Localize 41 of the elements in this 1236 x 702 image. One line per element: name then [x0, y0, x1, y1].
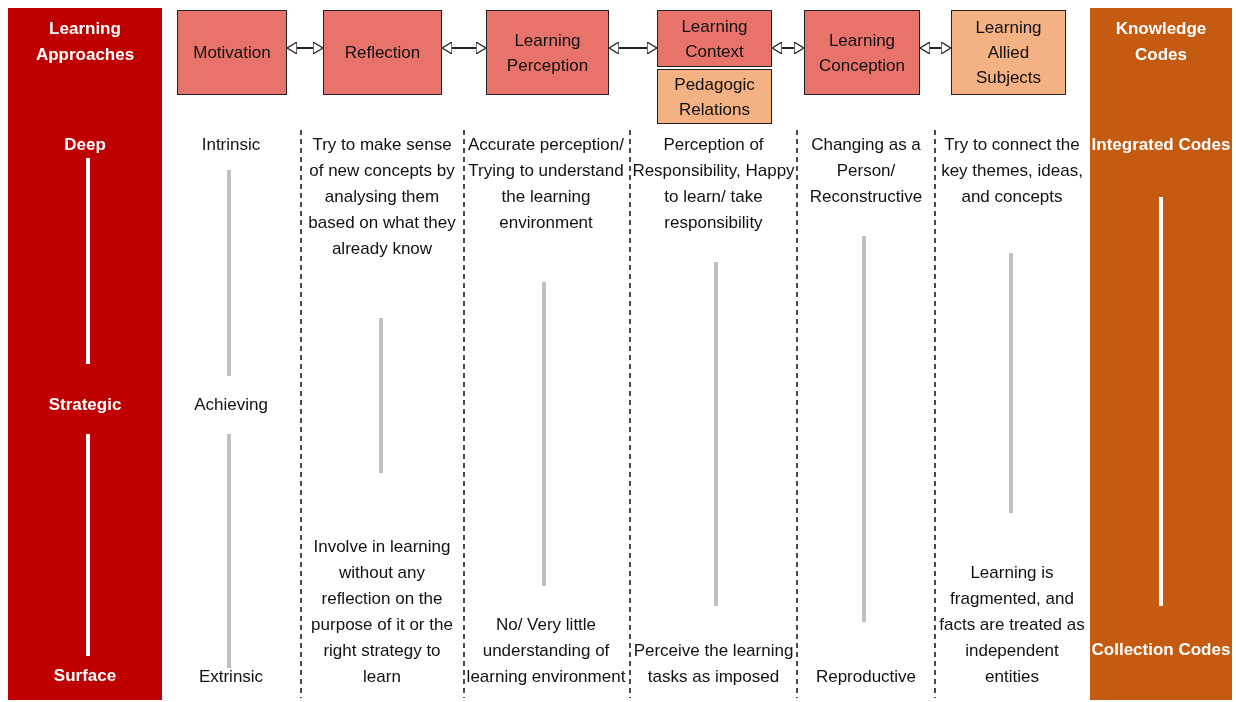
box-label: Reflection	[344, 42, 421, 64]
description-text: Achieving	[193, 394, 269, 416]
concept-box	[486, 10, 609, 95]
description-text: Perception of Responsibility, Happy to learn/ take responsibility	[632, 134, 795, 234]
box-label: Learning Allied Subjects	[974, 17, 1043, 89]
category-panel	[1090, 8, 1232, 700]
description-text: Try to make sense of new concepts by analysing them based on what they already know	[307, 134, 457, 260]
double-arrow	[441, 41, 487, 55]
description-text: Intrinsic	[200, 134, 262, 156]
level-label: Deep	[63, 134, 107, 156]
box-label: Pedagogic Relations	[673, 73, 756, 121]
concept-box	[804, 10, 920, 95]
double-arrow	[919, 41, 952, 55]
level-label: Surface	[52, 665, 118, 687]
panel-heading: Knowledge Codes	[1114, 18, 1208, 66]
double-arrow	[608, 41, 658, 55]
description-text: Extrinsic	[197, 666, 265, 688]
panel-heading: Learning Approaches	[34, 18, 136, 66]
description-text: Accurate perception/ Trying to understand the learning environment	[467, 134, 625, 234]
description-text: No/ Very little understanding of learning environment	[466, 614, 626, 688]
description-text: Reproductive	[814, 666, 918, 688]
box-label: Learning Conception	[818, 29, 906, 77]
description-text: Learning is fragmented, and facts are treated as independent entities	[938, 562, 1086, 688]
box-label: Learning Perception	[505, 29, 590, 77]
double-arrow	[771, 41, 805, 55]
level-label: Integrated Codes	[1090, 134, 1232, 156]
category-panel	[8, 8, 162, 700]
level-label: Collection Codes	[1090, 639, 1232, 661]
concept-box	[951, 10, 1066, 95]
description-text: Perceive the learning tasks as imposed	[632, 640, 795, 688]
level-label: Strategic	[47, 394, 123, 416]
concept-box	[323, 10, 442, 95]
description-text: Involve in learning without any reflection on the purpose of it or the right strategy to learn	[310, 536, 454, 688]
double-arrow	[286, 41, 324, 55]
concept-box	[177, 10, 287, 95]
description-text: Try to connect the key themes, ideas, and concepts	[940, 134, 1084, 208]
box-label: Motivation	[193, 42, 271, 64]
box-label: Learning Context	[680, 15, 749, 63]
description-text: Changing as a Person/ Reconstructive	[808, 134, 924, 208]
concept-box	[657, 69, 772, 124]
concept-box	[657, 10, 772, 67]
